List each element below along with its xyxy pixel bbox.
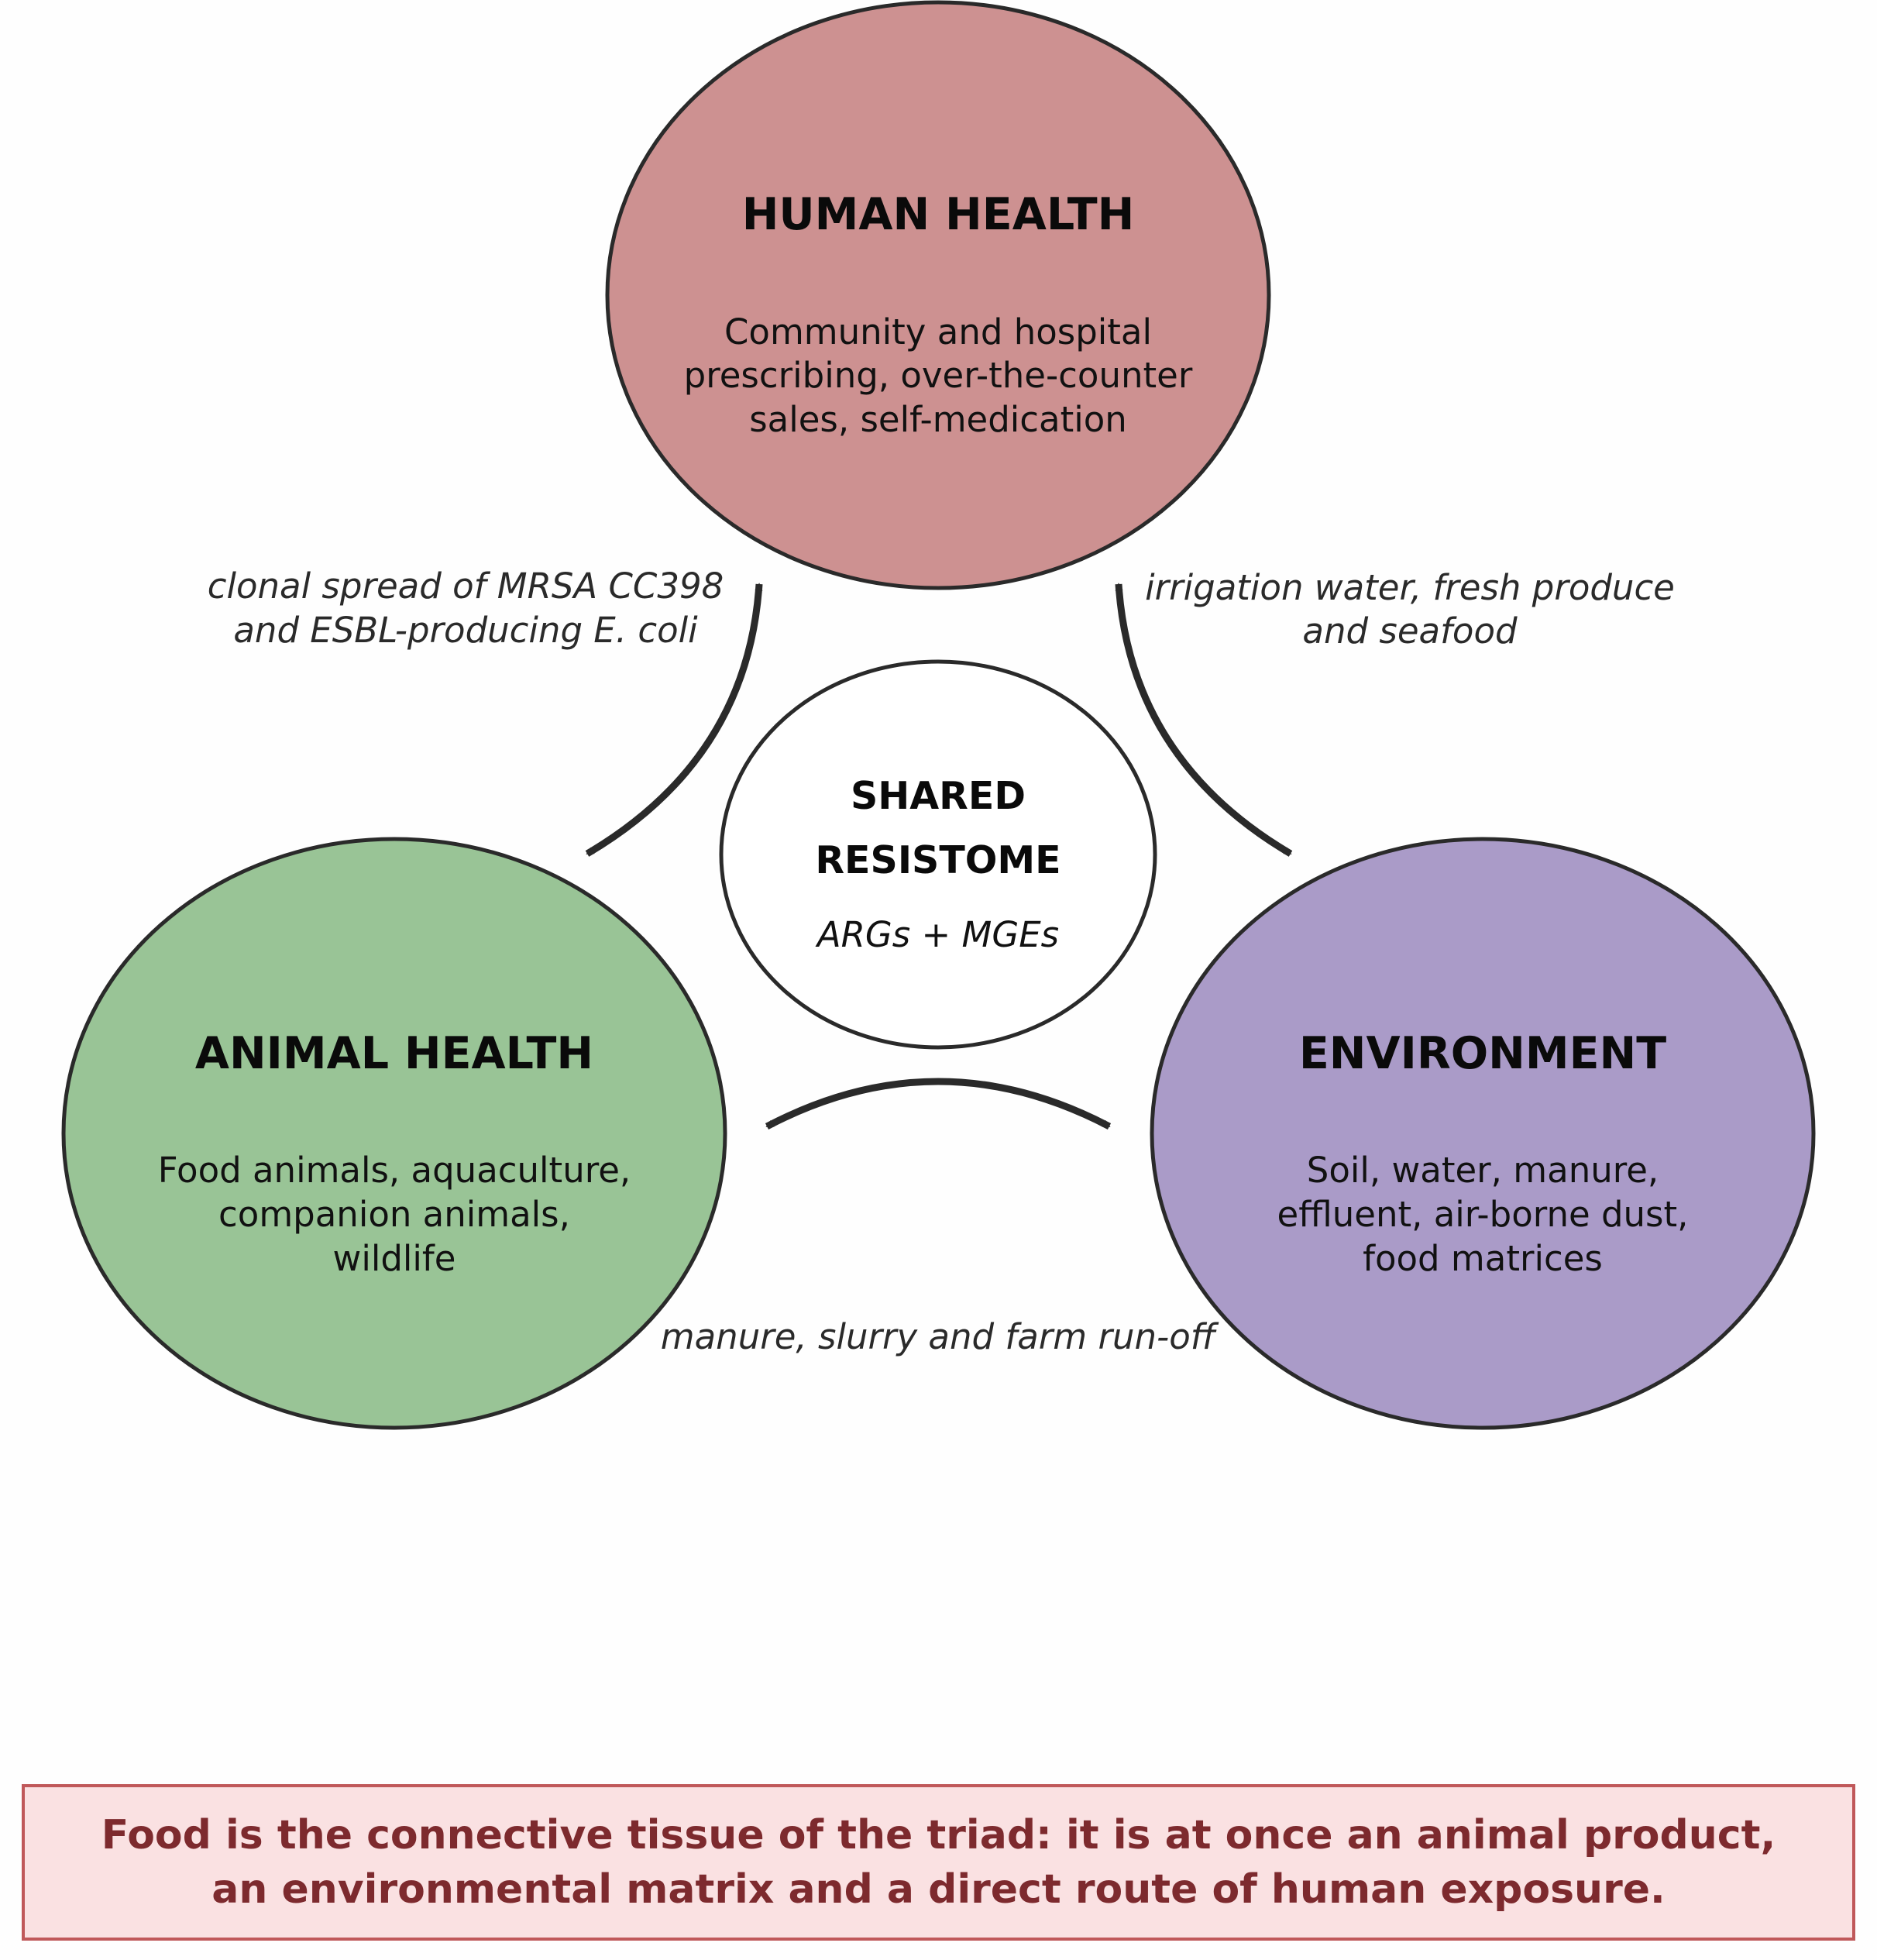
node-human-health: HUMAN HEALTH Community and hospital pres… [605,0,1271,590]
arrow-animal-environment [765,1078,1112,1130]
footer-line-1: Food is the connective tissue of the tri… [101,1812,1776,1859]
environment-circle [1150,837,1816,1430]
node-shared-resistome: SHARED RESISTOME ARGs + MGEs [719,659,1157,1050]
human-health-title: HUMAN HEALTH [742,189,1135,240]
edge-label-human-environment-line-1: irrigation water, fresh produce [1145,567,1675,608]
footer-callout: Food is the connective tissue of the tri… [22,1784,1855,1941]
environment-desc-line-3: food matrices [1363,1238,1603,1279]
human-health-desc-line-2: prescribing, over-the-counter [684,355,1193,396]
edge-label-animal-environment: manure, slurry and farm run-off [661,1316,1219,1357]
environment-title: ENVIRONMENT [1299,1028,1666,1079]
footer-line-2: an environmental matrix and a direct rou… [211,1866,1666,1913]
human-health-desc-line-1: Community and hospital [724,311,1152,352]
shared-resistome-title-line-2: RESISTOME [815,838,1061,882]
animal-health-desc-line-1: Food animals, aquaculture, [158,1150,631,1191]
human-health-desc-line-3: sales, self-medication [749,399,1127,440]
shared-resistome-title-line-1: SHARED [851,774,1026,818]
animal-health-circle [61,837,727,1430]
node-environment: ENVIRONMENT Soil, water, manure, effluen… [1150,837,1816,1430]
environment-desc-line-1: Soil, water, manure, [1307,1150,1659,1191]
animal-health-desc-line-3: wildlife [333,1238,456,1279]
edge-label-human-environment-line-2: and seafood [1302,610,1518,652]
shared-resistome-circle [719,659,1157,1050]
edge-label-human-animal-line-1: clonal spread of MRSA CC398 [208,566,724,607]
animal-health-desc-line-2: companion animals, [218,1194,570,1235]
edge-label-human-animal-line-2: and ESBL-producing E. coli [233,610,698,651]
environment-desc-line-2: effluent, air-borne dust, [1277,1194,1689,1235]
animal-health-title: ANIMAL HEALTH [195,1028,593,1079]
node-animal-health: ANIMAL HEALTH Food animals, aquaculture,… [61,837,727,1430]
human-health-circle [605,0,1271,590]
arrow-human-environment [1115,583,1293,857]
arrow-human-animal [585,583,763,857]
shared-resistome-subtitle: ARGs + MGEs [815,914,1059,955]
